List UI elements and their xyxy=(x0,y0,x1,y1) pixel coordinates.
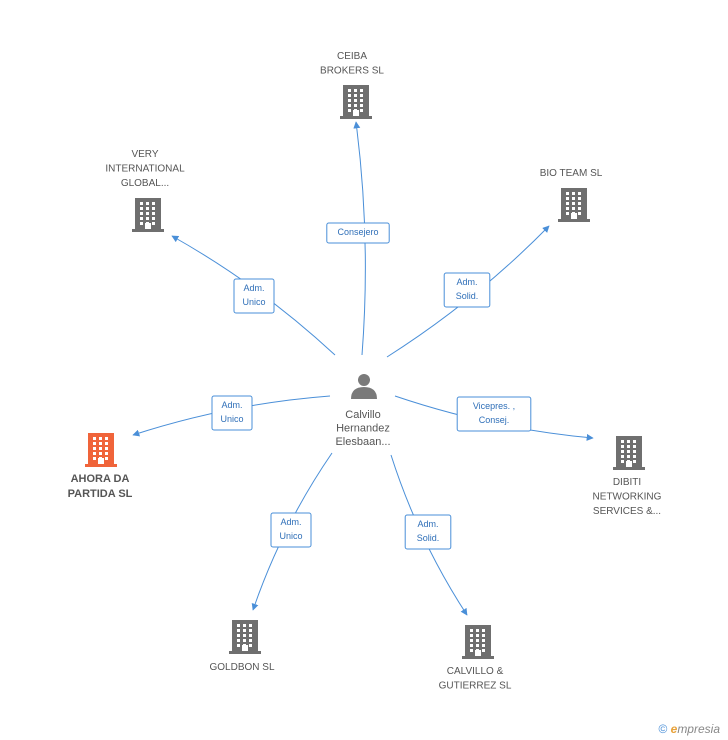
relation-badge-very[interactable]: Adm. Unico xyxy=(233,278,275,314)
copyright-symbol: © xyxy=(658,722,668,736)
relation-text: Adm. Unico xyxy=(279,517,302,541)
relation-line: Adm. xyxy=(456,277,477,287)
relation-line: Solid. xyxy=(456,291,479,301)
building-icon xyxy=(229,620,261,654)
node-label-calvillo[interactable]: CALVILLO & GUTIERREZ SL xyxy=(439,666,512,692)
relation-badge-ceiba[interactable]: Consejero xyxy=(326,222,390,244)
node-label-line: GLOBAL... xyxy=(121,178,169,189)
relation-line: Unico xyxy=(279,531,302,541)
relation-text: Adm. Unico xyxy=(242,283,265,307)
relation-badge-dibiti[interactable]: Vicepres. , Consej. xyxy=(456,396,532,432)
node-label-line: GUTIERREZ SL xyxy=(439,681,512,692)
node-label-line: CEIBA xyxy=(337,51,367,62)
node-label-very[interactable]: VERY INTERNATIONAL GLOBAL... xyxy=(105,149,185,189)
node-label-goldbon[interactable]: GOLDBON SL xyxy=(209,662,274,673)
relation-text: Adm. Solid. xyxy=(456,277,479,301)
relation-line: Consej. xyxy=(479,415,510,425)
node-label-line: VERY xyxy=(131,149,158,160)
relation-text: Consejero xyxy=(337,227,378,237)
node-label-bioteam[interactable]: BIO TEAM SL xyxy=(540,168,603,179)
building-icon xyxy=(558,188,590,222)
footer-brand: © empresia xyxy=(658,722,720,736)
node-label-ceiba[interactable]: CEIBA BROKERS SL xyxy=(320,51,384,77)
relation-text: Adm. Solid. xyxy=(417,519,440,543)
building-icon xyxy=(132,198,164,232)
relation-line: Adm. xyxy=(280,517,301,527)
node-label-line: CALVILLO & xyxy=(447,666,504,677)
building-icon xyxy=(340,85,372,119)
node-label-line: INTERNATIONAL xyxy=(105,164,185,175)
node-label-line: SERVICES &... xyxy=(593,506,661,517)
node-label-line: BROKERS SL xyxy=(320,66,384,77)
brand-initial: e xyxy=(670,722,678,736)
relation-text: Vicepres. , Consej. xyxy=(473,401,515,425)
node-label-line: GOLDBON SL xyxy=(209,662,274,673)
node-label-line: BIO TEAM SL xyxy=(540,168,603,179)
relation-text: Adm. Unico xyxy=(220,400,243,424)
relation-badge-goldbon[interactable]: Adm. Unico xyxy=(270,512,312,548)
node-label-line: AHORA DA xyxy=(71,473,130,485)
node-label-dibiti[interactable]: DIBITI NETWORKING SERVICES &... xyxy=(593,477,662,517)
building-icon xyxy=(613,436,645,470)
relation-line: Adm. xyxy=(221,400,242,410)
relation-line: Unico xyxy=(242,297,265,307)
building-icon xyxy=(462,625,494,659)
node-label-line: PARTIDA SL xyxy=(68,488,133,500)
relation-badge-bioteam[interactable]: Adm. Solid. xyxy=(443,272,491,308)
node-label-line: DIBITI xyxy=(613,477,641,488)
building-icon xyxy=(85,433,117,467)
node-label-line: NETWORKING xyxy=(593,492,662,503)
center-label-line: Elesbaan... xyxy=(335,436,390,448)
center-label-line: Hernandez xyxy=(336,423,390,435)
relation-badge-ahora[interactable]: Adm. Unico xyxy=(211,395,253,431)
center-label-line: Calvillo xyxy=(345,409,380,421)
node-label-ahora[interactable]: AHORA DA PARTIDA SL xyxy=(68,473,133,500)
relation-line: Consejero xyxy=(337,227,378,237)
relation-line: Solid. xyxy=(417,533,440,543)
relation-line: Adm. xyxy=(417,519,438,529)
relation-badge-calvillo[interactable]: Adm. Solid. xyxy=(404,514,452,550)
relation-line: Vicepres. , xyxy=(473,401,515,411)
relation-line: Unico xyxy=(220,414,243,424)
relation-line: Adm. xyxy=(243,283,264,293)
brand-name: mpresia xyxy=(677,722,720,736)
person-icon xyxy=(351,374,377,399)
